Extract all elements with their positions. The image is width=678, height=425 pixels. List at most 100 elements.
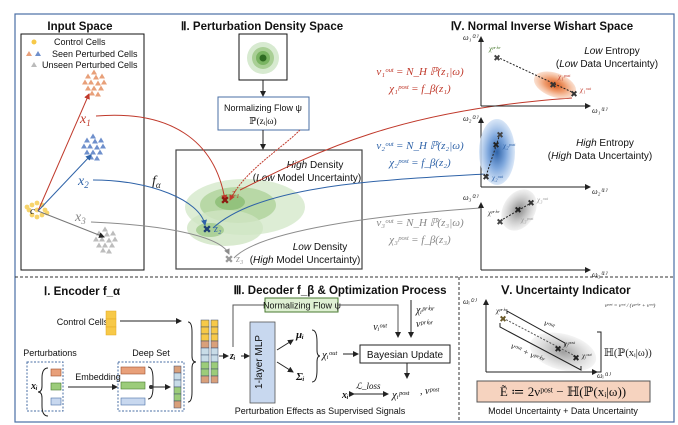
gray-cell-cluster (93, 226, 118, 254)
ind-prior-label: χᵖʳⁱᵒʳ (495, 307, 508, 315)
vector-cell (200, 354, 210, 363)
aggregate-node (149, 385, 153, 389)
indicator-title: Ⅴ. Uncertainty Indicator (500, 284, 631, 297)
high-model-uncertainty-label: (High Model Uncertainty) (250, 255, 361, 266)
x1-label: x1 (79, 112, 91, 128)
niw2-x-label: ω₂⁽¹⁾ (592, 187, 608, 196)
cell-triangle (99, 236, 105, 242)
pert-vector-orange (50, 368, 62, 377)
niw-space-title: Ⅳ. Normal Inverse Wishart Space (451, 20, 633, 33)
legend-unseen-cells: Unseen Perturbed Cells (42, 60, 138, 70)
nu-post-label: , νᵖᵒˢᵗ (420, 386, 440, 397)
vector-cell (200, 319, 210, 328)
cell-triangle (94, 144, 100, 150)
ind-prior-marker: ✖ (499, 314, 507, 324)
encoder-title: Ⅰ. Encoder f_α (44, 285, 120, 298)
cell-triangle (97, 149, 103, 155)
vector-cell (173, 386, 182, 395)
mlp-to-sigma-arrow (276, 361, 294, 373)
vector-cell (200, 333, 210, 342)
vector-cell (210, 340, 219, 349)
niw2-y-label: ω₂⁽²⁾ (463, 114, 479, 123)
niw1-prior-marker: ✖ (493, 53, 501, 63)
niw1-prior-label: χᵖʳⁱᵒʳ (488, 45, 501, 53)
svg-text:✖: ✖ (202, 224, 211, 236)
uncertainty-formula: Ẽ ≔ 2νᵖᵒˢᵗ − ℍ(ℙ(xᵢ|ω)) (500, 384, 626, 399)
high-density-label: High Density (287, 160, 344, 171)
density-formula: ℙ(zᵢ|ω) (249, 116, 276, 127)
cell-triangle (82, 79, 88, 85)
control-cells-input-label: Control Cells c (57, 317, 116, 327)
density-peak-2 (196, 223, 224, 237)
cell-triangle (87, 143, 93, 149)
vector-cell (200, 361, 210, 370)
cell-triangle (94, 155, 100, 161)
eq3-chi: χ₃ᵖᵒˢᵗ = f_β(z₃) (388, 234, 451, 246)
niw2-interp-line (485, 133, 501, 177)
niw3-y-label: ω₃⁽²⁾ (463, 193, 479, 202)
nu-out-ind-label: νᵒᵘᵗ (542, 318, 556, 332)
vector-cell (200, 326, 210, 335)
perturbations-brace (37, 367, 49, 417)
z2-label: z₂ (213, 224, 222, 235)
niw2-post-label: χ₂ᵖᵒˢᵗ (502, 142, 516, 150)
nu-out-bracket (506, 310, 566, 346)
niw3-interp-line (499, 202, 532, 222)
deep-set-label: Deep Set (132, 348, 170, 358)
density-space-title: Ⅱ. Perturbation Density Space (181, 20, 343, 33)
z1-to-niw-curve (239, 97, 573, 191)
decoder-title: Ⅲ. Decoder f_β & Optimization Process (233, 284, 446, 297)
ind-out-marker: ✖ (572, 353, 580, 363)
control-cell-dot (29, 202, 35, 208)
control-cell-dot (34, 200, 40, 206)
control-cell-dot (29, 212, 35, 218)
vector-cell (173, 372, 182, 381)
cell-triangle (102, 226, 108, 232)
c-label: c (30, 205, 35, 217)
svg-text:✖: ✖ (224, 254, 233, 266)
niw1-interp-line (496, 56, 575, 94)
cell-triangle (90, 133, 96, 139)
x2-arrow (37, 154, 92, 212)
vector-cell (210, 326, 219, 335)
niw1-y-label: ω₁⁽²⁾ (463, 33, 479, 42)
blue-cell-cluster (81, 133, 106, 161)
entropy-bracket (597, 331, 602, 373)
params-brace (311, 329, 321, 383)
uncertainty-caption: Model Uncertainty + Data Uncertainty (488, 406, 638, 416)
niw3-post-label: χ₃ᵖᵒˢᵗ (520, 216, 534, 224)
niw1-post-marker: ✖ (549, 80, 557, 90)
input-space-box (20, 33, 145, 271)
cell-triangle (99, 73, 105, 79)
vector-cell (210, 368, 219, 377)
niw3-prior-marker: ✖ (496, 217, 504, 227)
low-data-uncertainty-label: (Low Data Uncertainty) (556, 59, 658, 70)
bayesian-update-box (359, 344, 451, 364)
vector-cell (200, 368, 210, 377)
cell-triangle (101, 79, 107, 85)
niw2-out-marker: ✖ (482, 172, 490, 182)
niw3-x-label: ω₃⁽¹⁾ (592, 270, 608, 279)
z3-label: z₃ (235, 254, 244, 265)
cell-triangle (84, 149, 90, 155)
seen-blue-marker (35, 51, 41, 56)
control-cell-dot (34, 214, 40, 220)
cell-triangle (93, 236, 99, 242)
nu-post-formula: νᵖᵒˢᵗ = νᵒᵘᵗ / (νᵖʳⁱᵒʳ + νᵒᵘᵗ) (605, 302, 656, 309)
concat-latent-vector (200, 319, 210, 384)
density-blob-lower (187, 210, 263, 246)
niw1-post-label: χ₁ᵖᵒˢᵗ (557, 73, 571, 81)
cell-triangle (106, 237, 112, 243)
niw3-out-marker: ✖ (527, 198, 535, 208)
niw1-low-entropy-ellipse (533, 71, 577, 99)
high-data-uncertainty-label: (High Data Uncertainty) (548, 151, 653, 162)
unseen-marker (31, 62, 37, 67)
niw2-out-label: χ₂ᵒᵘᵗ (491, 174, 504, 182)
ind-post-label: χᵢᵖᵒˢᵗ (563, 340, 576, 348)
low-density-label: Low Density (293, 242, 347, 253)
cell-triangle (96, 242, 102, 248)
cell-triangle (84, 137, 90, 143)
vector-cell (210, 354, 219, 363)
entropy-label: ℍ(ℙ(xᵢ|ω)) (604, 348, 652, 359)
vector-cell (210, 333, 219, 342)
